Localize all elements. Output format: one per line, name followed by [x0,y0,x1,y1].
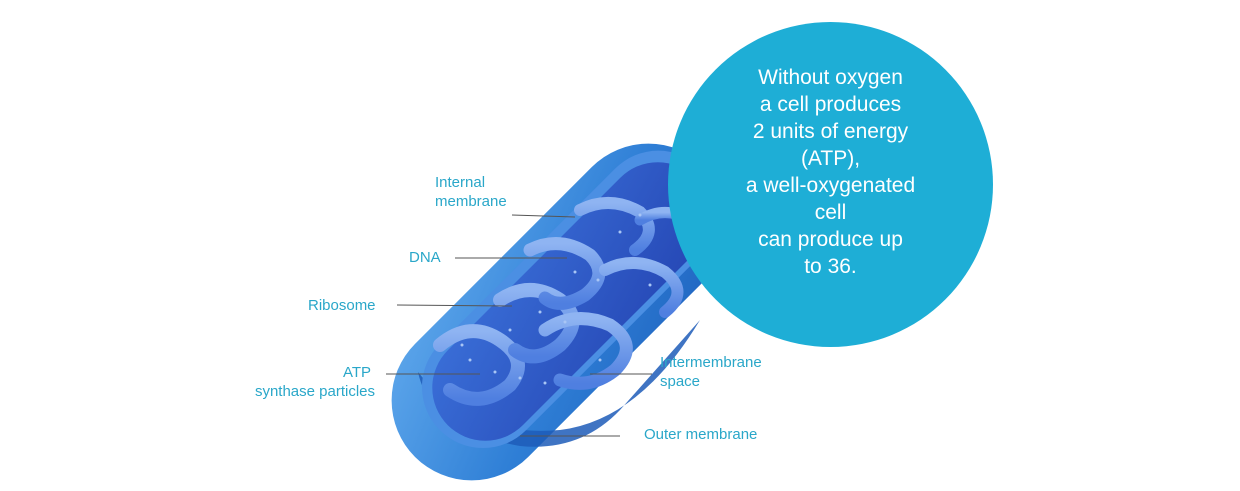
bubble-line: to 36. [804,254,857,278]
label-outer-membrane-text: Outer membrane [644,426,758,443]
bubble-line: can produce up [758,227,903,251]
label-dna-text: DNA [409,249,441,266]
bubble-line: a well-oxygenated [745,173,916,197]
label-atp-synthase: ATP synthase particles [255,363,375,401]
label-intermembrane-space-line2: space [660,373,701,390]
crista-5 [538,312,633,390]
bubble-line: (ATP), [800,146,861,170]
label-atp-synthase-line1: ATP [342,364,371,381]
leader-lines [386,214,652,437]
label-internal-membrane: Internal membrane [435,173,507,211]
leader-internal-membrane [511,214,576,218]
label-dna: DNA [409,248,441,267]
info-bubble-text: Without oxygen a cell produces 2 units o… [746,64,915,280]
label-intermembrane-space-line1: Intermembrane [660,354,762,371]
ribosome-dots [460,213,652,385]
crista-6 [599,256,684,318]
label-ribosome-text: Ribosome [308,297,376,314]
label-ribosome: Ribosome [308,296,376,315]
crista-3 [523,237,606,310]
info-bubble: Without oxygen a cell produces 2 units o… [668,22,993,347]
bubble-line: a cell produces [759,92,902,116]
label-intermembrane-space: Intermembrane space [660,353,762,391]
crista-4 [574,196,655,256]
label-outer-membrane: Outer membrane [644,425,757,444]
label-internal-membrane-line1: Internal [435,174,486,191]
bubble-line: Without oxygen [758,65,903,89]
leader-ribosome [396,304,513,307]
bubble-line: cell [814,200,847,224]
crista-1 [433,324,525,406]
label-internal-membrane-line2: membrane [435,193,507,210]
label-atp-synthase-line2: synthase particles [254,383,375,400]
bubble-line: 2 units of energy [752,119,909,143]
